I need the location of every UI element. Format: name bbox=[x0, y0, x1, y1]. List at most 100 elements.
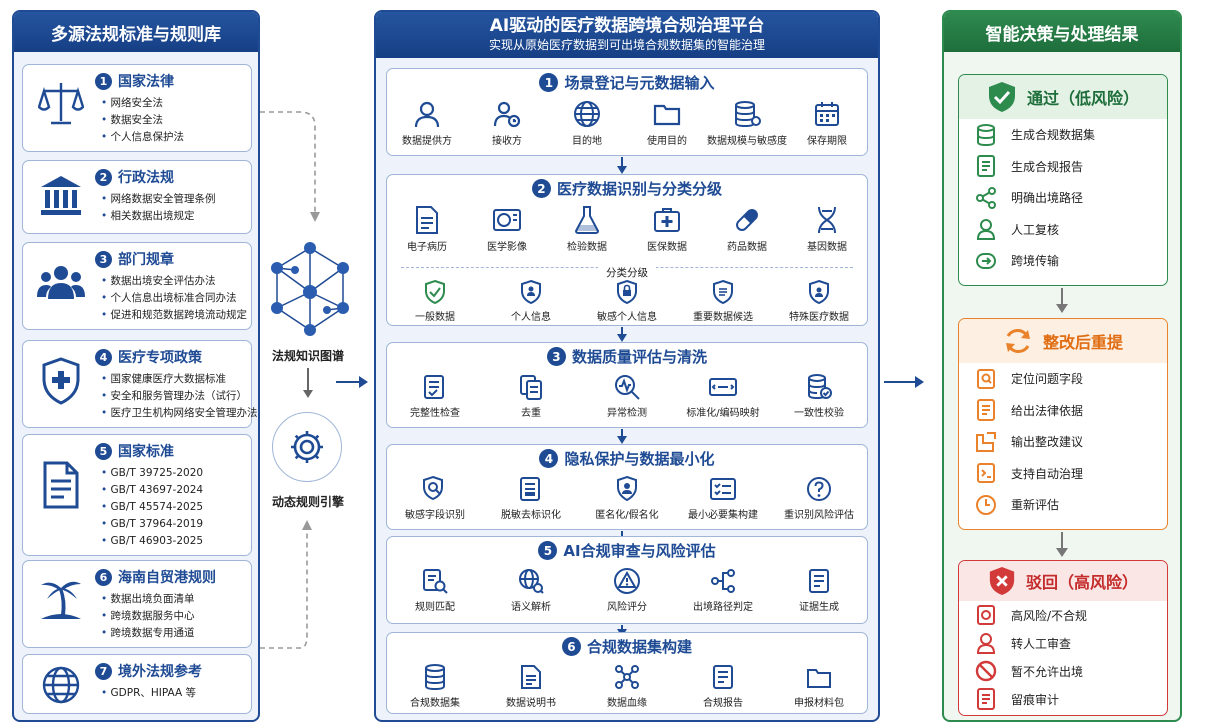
list-item: 个人信息出境标准合同办法 bbox=[101, 290, 247, 307]
card-title: 医疗专项政策 bbox=[118, 350, 202, 366]
shield-check-icon bbox=[988, 82, 1015, 112]
step-item: 敏感字段识别 bbox=[395, 475, 475, 521]
evidence-document-icon bbox=[809, 569, 829, 593]
folder-icon bbox=[653, 104, 681, 126]
step-item: 完整性检查 bbox=[395, 373, 475, 419]
step-item: 一般数据 bbox=[395, 279, 475, 323]
suggestion-icon bbox=[975, 431, 997, 453]
connector-arrow bbox=[303, 390, 313, 398]
list-item: 跨境传输 bbox=[959, 245, 1167, 277]
step-item: 接收方 bbox=[467, 99, 547, 147]
locate-field-icon bbox=[975, 368, 997, 390]
route-icon bbox=[711, 569, 735, 593]
step-item: 重识别风险评估 bbox=[779, 475, 859, 521]
step-item: 合规报告 bbox=[683, 663, 763, 709]
num-badge: 2 bbox=[531, 179, 551, 198]
card-national-standard: 5 国家标准 GB/T 39725-2020 GB/T 43697-2024 GB… bbox=[22, 434, 252, 556]
step-item: 匿名化/假名化 bbox=[587, 475, 667, 521]
report-icon bbox=[975, 155, 997, 178]
flow-line bbox=[621, 157, 623, 167]
semantic-globe-icon bbox=[519, 569, 544, 594]
card-title: 境外法规参考 bbox=[118, 664, 202, 680]
database-icon bbox=[735, 101, 761, 128]
classification-label: 分类分级 bbox=[598, 267, 656, 279]
step-item: 去重 bbox=[491, 373, 571, 419]
step-title: 合规数据集构建 bbox=[586, 638, 692, 656]
report-icon bbox=[713, 665, 733, 689]
num-badge: 6 bbox=[561, 637, 581, 656]
shield-star-icon bbox=[809, 279, 829, 305]
card-title: 部门规章 bbox=[118, 252, 174, 268]
flow-line bbox=[1061, 532, 1063, 550]
list-item: 转人工审查 bbox=[959, 629, 1167, 657]
step-item: 数据规模与敏感度 bbox=[707, 99, 787, 147]
medical-record-icon bbox=[416, 206, 438, 234]
step-item: 检验数据 bbox=[547, 205, 627, 253]
list-item: 医疗卫生机构网络安全管理办法 bbox=[101, 405, 258, 422]
flow-arrow bbox=[617, 334, 627, 342]
flow-line bbox=[621, 327, 623, 337]
checklist-icon bbox=[424, 375, 444, 399]
list-item: GB/T 43697-2024 bbox=[101, 482, 204, 499]
person-icon bbox=[975, 632, 997, 654]
list-item: 数据出境安全评估办法 bbox=[101, 273, 247, 290]
card-title: 国家法律 bbox=[118, 74, 174, 90]
list-item: 促进和规范数据跨境流动规定 bbox=[101, 307, 248, 324]
step-title: 场景登记与元数据输入 bbox=[564, 74, 715, 92]
pass-card: 通过（低风险） 生成合规数据集 生成合规报告 明确出境路径 人工复核 跨境传输 bbox=[958, 74, 1168, 286]
people-group-icon bbox=[31, 263, 91, 303]
globe-icon bbox=[574, 101, 600, 127]
transfer-icon bbox=[975, 250, 997, 272]
list-item: 输出整改建议 bbox=[959, 426, 1167, 458]
step-item: 电子病历 bbox=[387, 205, 467, 253]
num-badge: 5 bbox=[95, 442, 112, 460]
rule-engine-icon bbox=[272, 412, 342, 482]
share-path-icon bbox=[975, 186, 997, 209]
step-item: 证据生成 bbox=[779, 567, 859, 613]
shield-search-icon bbox=[423, 475, 443, 501]
step-item: 医学影像 bbox=[467, 205, 547, 253]
scales-icon bbox=[31, 79, 91, 129]
num-badge: 2 bbox=[95, 168, 112, 186]
decision-title: 智能决策与处理结果 bbox=[944, 12, 1180, 52]
list-item: 明确出境路径 bbox=[959, 182, 1167, 214]
list-item: GB/T 45574-2025 bbox=[101, 499, 204, 516]
step-title: 医疗数据识别与分类分级 bbox=[556, 180, 722, 198]
anonymous-user-icon bbox=[617, 475, 637, 502]
num-badge: 7 bbox=[95, 662, 112, 680]
step-title: AI合规审查与风险评估 bbox=[563, 542, 716, 560]
list-item: 网络数据安全管理条例 bbox=[101, 191, 216, 208]
list-item: 暂不允许出境 bbox=[959, 657, 1167, 685]
person-icon bbox=[975, 218, 997, 241]
database-check-icon bbox=[808, 374, 832, 400]
list-item: GB/T 39725-2020 bbox=[101, 465, 204, 482]
database-icon bbox=[975, 123, 997, 146]
flow-arrow bbox=[1056, 304, 1068, 313]
minimal-set-icon bbox=[710, 478, 736, 500]
card-list: GDPR、HIPAA 等 bbox=[101, 685, 197, 702]
card-title: 国家标准 bbox=[118, 444, 174, 460]
knowledge-graph-icon bbox=[265, 240, 355, 344]
shield-person-icon bbox=[521, 279, 541, 305]
step-item: 申报材料包 bbox=[779, 663, 859, 709]
prohibited-icon bbox=[975, 660, 997, 682]
list-item: GB/T 37964-2019 bbox=[101, 516, 204, 533]
step-item: 数据说明书 bbox=[491, 663, 571, 709]
government-building-icon bbox=[31, 173, 91, 217]
platform-subtitle: 实现从原始医疗数据到可出境合规数据集的智能治理 bbox=[488, 38, 765, 52]
rule-engine-label: 动态规则引擎 bbox=[272, 495, 345, 509]
rectify-card: 整改后重提 定位问题字段 给出法律依据 输出整改建议 支持自动治理 重新评估 bbox=[958, 318, 1168, 530]
person-icon bbox=[414, 101, 440, 128]
step-item: 脱敏去标识化 bbox=[491, 475, 571, 521]
duplicate-icon bbox=[520, 375, 542, 400]
medical-imaging-icon bbox=[493, 209, 521, 231]
receiver-icon bbox=[493, 101, 521, 128]
refresh-icon bbox=[1005, 329, 1030, 353]
